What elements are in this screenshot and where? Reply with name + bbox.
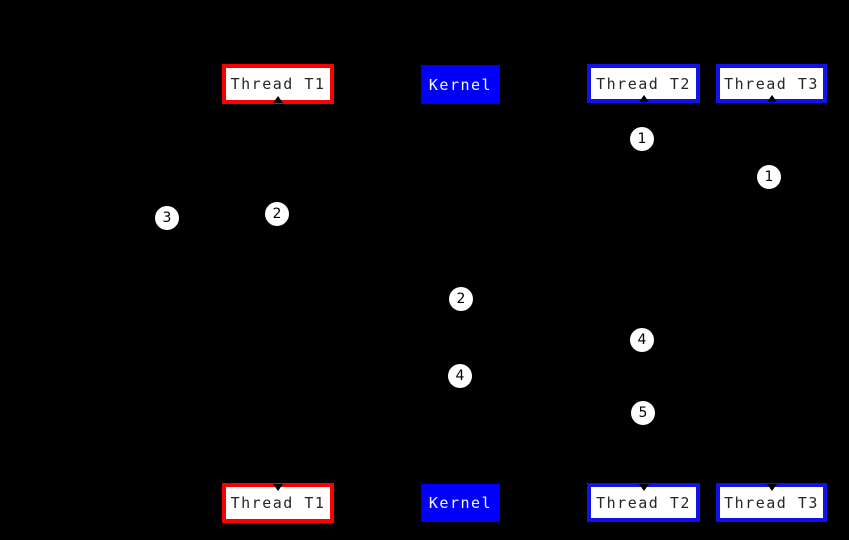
box-thread-t3-top: Thread T3 (716, 64, 827, 103)
step-marker-label: 1 (764, 169, 774, 185)
lifeline-arrowhead-notch (273, 96, 283, 103)
box-thread-t2-bottom: Thread T2 (587, 483, 700, 522)
lifeline-arrowhead-notch (638, 484, 649, 491)
lifeline-arrowhead-notch (766, 484, 777, 491)
box-thread-t3-bottom: Thread T3 (716, 483, 827, 522)
step-marker-label: 4 (637, 332, 647, 348)
step-marker-3: 3 (155, 206, 179, 230)
step-marker-5: 5 (631, 401, 655, 425)
step-marker-2: 2 (449, 287, 473, 311)
box-label: Thread T3 (724, 493, 819, 512)
box-label: Thread T3 (724, 74, 819, 93)
step-marker-4: 4 (630, 328, 654, 352)
lifeline-arrowhead-notch (638, 95, 649, 102)
step-marker-2: 2 (265, 202, 289, 226)
box-thread-t2-top: Thread T2 (587, 64, 700, 103)
step-marker-1: 1 (757, 165, 781, 189)
box-label: Kernel (428, 494, 493, 512)
step-marker-label: 5 (638, 405, 648, 421)
box-label: Thread T1 (230, 75, 326, 93)
step-marker-label: 1 (637, 131, 647, 147)
lifeline-arrowhead-notch (766, 95, 777, 102)
box-thread-t1-bottom: Thread T1 (222, 483, 334, 523)
step-marker-label: 2 (456, 291, 466, 307)
step-marker-label: 3 (162, 210, 172, 226)
box-thread-t1-top: Thread T1 (222, 64, 334, 104)
box-label: Kernel (428, 75, 493, 94)
step-marker-4: 4 (448, 364, 472, 388)
box-label: Thread T2 (596, 493, 691, 512)
box-label: Thread T2 (596, 74, 691, 93)
box-label: Thread T1 (230, 494, 326, 512)
step-marker-1: 1 (630, 127, 654, 151)
lifeline-arrowhead-notch (273, 484, 283, 491)
box-kernel-top: Kernel (421, 65, 500, 104)
box-kernel-bottom: Kernel (421, 484, 500, 522)
step-marker-label: 4 (455, 368, 465, 384)
step-marker-label: 2 (272, 206, 282, 222)
